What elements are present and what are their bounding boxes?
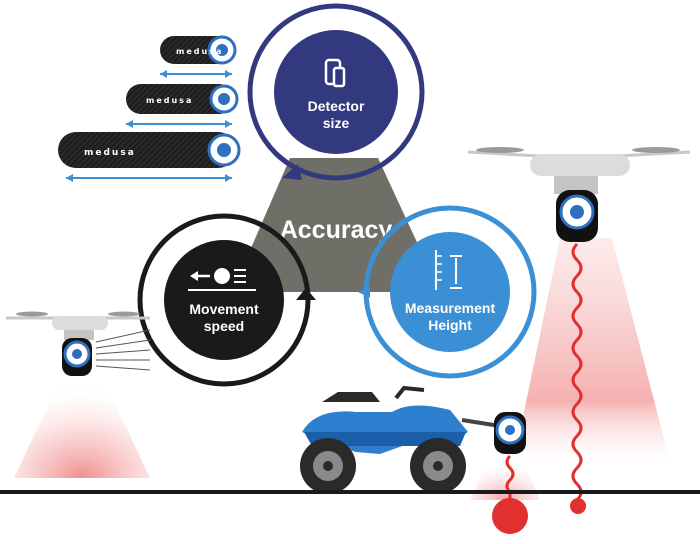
- drone-right: [467, 147, 691, 194]
- detector-left: [62, 338, 92, 376]
- speed-lines: [95, 329, 151, 371]
- brand-label-small: medusa: [176, 47, 223, 56]
- motion-icon: [188, 268, 256, 291]
- measurement-height-line1: Measurement: [405, 300, 496, 316]
- detector-size-circle: [274, 30, 398, 154]
- atv-vehicle: [300, 385, 501, 494]
- signal-trace-right: [571, 242, 583, 504]
- drone-left: [6, 311, 150, 340]
- detector-size-line2: size: [323, 115, 350, 131]
- movement-speed-circle: [164, 240, 284, 360]
- detector-right: [556, 190, 598, 242]
- movement-speed-line1: Movement: [189, 301, 259, 317]
- detector-small: medusa: [160, 35, 237, 65]
- detector-size-ring: [247, 3, 425, 181]
- signal-dot-vehicle: [492, 498, 528, 534]
- signal-dot-right: [570, 498, 586, 514]
- center-label: Accuracy: [280, 216, 393, 244]
- movement-speed-line2: speed: [204, 318, 244, 334]
- signal-trace-vehicle: [505, 454, 515, 500]
- radiation-cone-left: [14, 372, 150, 478]
- detector-vehicle: [494, 412, 526, 454]
- brand-label-large: medusa: [84, 148, 136, 158]
- radiation-cone-right: [512, 238, 672, 470]
- radiation-cone-vehicle: [470, 456, 540, 500]
- accuracy-triangle: [232, 158, 440, 292]
- detector-size-line1: Detector: [308, 98, 365, 114]
- measurement-height-circle: [390, 232, 510, 352]
- measurement-height-line2: Height: [428, 317, 472, 333]
- height-ruler-icon: [435, 250, 462, 290]
- detector-large: medusa: [58, 132, 241, 168]
- detector-medium: medusa: [126, 84, 239, 114]
- brand-label-medium: medusa: [146, 96, 193, 105]
